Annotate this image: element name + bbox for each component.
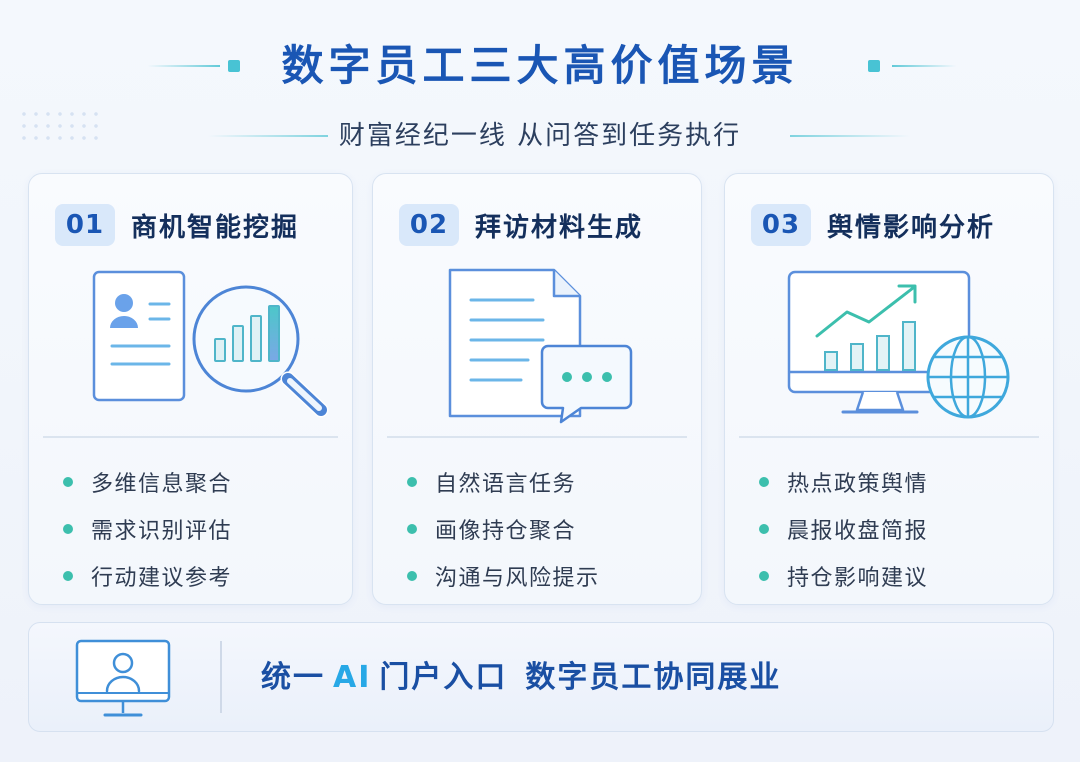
list-item: 晨报收盘简报	[759, 505, 928, 552]
scenario-card-3: 03 舆情影响分析 热点政策舆情 晨报收盘简报 持仓影响建议	[724, 173, 1054, 605]
slogan-part: 门户入口	[379, 660, 508, 695]
bullet-text: 晨报收盘简报	[787, 518, 929, 544]
title-deco-square-left	[228, 60, 240, 72]
scenario-card-1: 01 商机智能挖掘 多维信息聚合 需求识别评估 行动建议参考	[28, 173, 353, 605]
bullet-list: 多维信息聚合 需求识别评估 行动建议参考	[63, 458, 232, 599]
profile-document-magnifier-icon	[92, 270, 329, 418]
list-item: 画像持仓聚合	[407, 505, 600, 552]
bullet-text: 热点政策舆情	[787, 471, 929, 497]
list-item: 需求识别评估	[63, 505, 232, 552]
title-deco-line-right	[892, 65, 956, 67]
card-title: 拜访材料生成	[475, 212, 644, 243]
title-deco-line-left	[148, 65, 220, 67]
bullet-dot-icon	[407, 476, 417, 487]
bullet-list: 自然语言任务 画像持仓聚合 沟通与风险提示	[407, 458, 600, 599]
card-header: 01 商机智能挖掘	[55, 204, 299, 246]
card-title: 商机智能挖掘	[131, 212, 300, 243]
list-item: 持仓影响建议	[759, 552, 928, 599]
card-number-badge: 03	[751, 204, 811, 246]
bullet-text: 行动建议参考	[91, 565, 233, 591]
page-subtitle: 财富经纪一线 从问答到任务执行	[338, 121, 742, 151]
bullet-text: 多维信息聚合	[91, 471, 233, 497]
bullet-dot-icon	[407, 523, 417, 534]
bullet-text: 沟通与风险提示	[435, 565, 600, 591]
title-deco-square-right	[868, 60, 880, 72]
bullet-text: 持仓影响建议	[787, 565, 929, 591]
monitor-user-icon	[75, 639, 171, 717]
decorative-dot-grid	[18, 108, 102, 148]
bullet-dot-icon	[63, 570, 73, 581]
bullet-text: 需求识别评估	[91, 518, 233, 544]
card-number-badge: 01	[55, 204, 115, 246]
list-item: 行动建议参考	[63, 552, 232, 599]
bullet-dot-icon	[759, 523, 769, 534]
bullet-dot-icon	[407, 570, 417, 581]
list-item: 多维信息聚合	[63, 458, 232, 505]
title-row: 数字员工三大高价值场景	[0, 34, 1080, 98]
card-number-badge: 02	[399, 204, 459, 246]
slogan-ai-highlight: AI	[333, 660, 372, 695]
card-title: 舆情影响分析	[827, 212, 996, 243]
subtitle-line-right	[790, 135, 910, 137]
list-item: 自然语言任务	[407, 458, 600, 505]
card-header: 02 拜访材料生成	[399, 204, 643, 246]
bullet-list: 热点政策舆情 晨报收盘简报 持仓影响建议	[759, 458, 928, 599]
bullet-dot-icon	[759, 570, 769, 581]
footer-separator	[220, 641, 222, 713]
bullet-dot-icon	[63, 523, 73, 534]
bullet-text: 画像持仓聚合	[435, 518, 577, 544]
bullet-text: 自然语言任务	[435, 471, 577, 497]
list-item: 热点政策舆情	[759, 458, 928, 505]
document-chat-bubble-icon	[448, 268, 633, 424]
list-item: 沟通与风险提示	[407, 552, 600, 599]
card-header: 03 舆情影响分析	[751, 204, 995, 246]
bullet-dot-icon	[63, 476, 73, 487]
scenario-card-2: 02 拜访材料生成 自然语言任务 画像持仓聚合 沟通与风险提示	[372, 173, 702, 605]
slogan-part: 统一	[261, 660, 325, 695]
card-divider	[387, 436, 687, 438]
page-title: 数字员工三大高价值场景	[281, 41, 799, 90]
card-divider	[43, 436, 338, 438]
card-divider	[739, 436, 1039, 438]
bullet-dot-icon	[759, 476, 769, 487]
monitor-chart-globe-icon	[787, 270, 1010, 419]
subtitle-line-left	[208, 135, 328, 137]
slogan-part: 数字员工协同展业	[525, 660, 782, 695]
subtitle-row: 财富经纪一线 从问答到任务执行	[0, 116, 1080, 156]
